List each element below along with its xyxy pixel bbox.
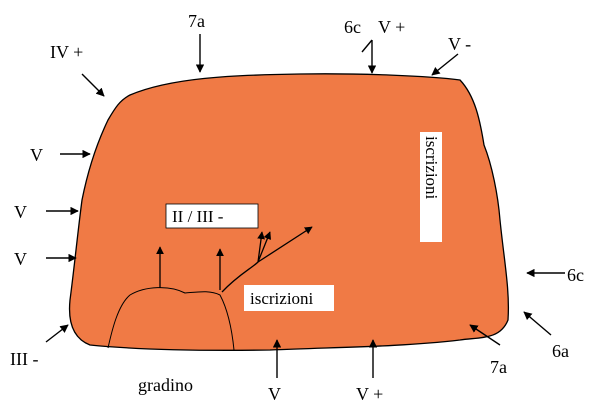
grade-left-3: V: [14, 249, 27, 269]
inscriptions-v-box: [420, 132, 442, 242]
grade-right-1: 6c: [567, 265, 584, 285]
step-label: gradino: [138, 375, 193, 395]
grade-top-far-right: V -: [448, 34, 471, 54]
inner-route-arrows: [156, 226, 313, 293]
grade-bottom-1: V: [268, 384, 281, 404]
inscriptions-horizontal: iscrizioni: [250, 289, 314, 308]
grade-bottom-right: 7a: [490, 357, 507, 377]
inner-route-label-box: [165, 203, 259, 229]
grade-top-left: IV +: [50, 42, 83, 62]
grade-left-1: V: [30, 145, 43, 165]
grade-left-2: V: [14, 202, 27, 222]
grade-top-center: 7a: [188, 11, 205, 31]
boulder-shape: [68, 73, 510, 351]
perimeter-arrows: [45, 34, 565, 378]
step-outline: [107, 287, 235, 351]
grade-top-right-a: 6c: [344, 17, 361, 37]
inscriptions-h-box: [244, 285, 334, 311]
grade-top-right-b: V +: [378, 17, 405, 37]
inscriptions-vertical: iscrizioni: [422, 136, 441, 200]
inner-route-label: II / III -: [172, 207, 224, 226]
grade-right-2: 6a: [552, 341, 569, 361]
grade-bottom-left: III -: [10, 349, 38, 369]
grade-bottom-2: V +: [356, 384, 383, 404]
